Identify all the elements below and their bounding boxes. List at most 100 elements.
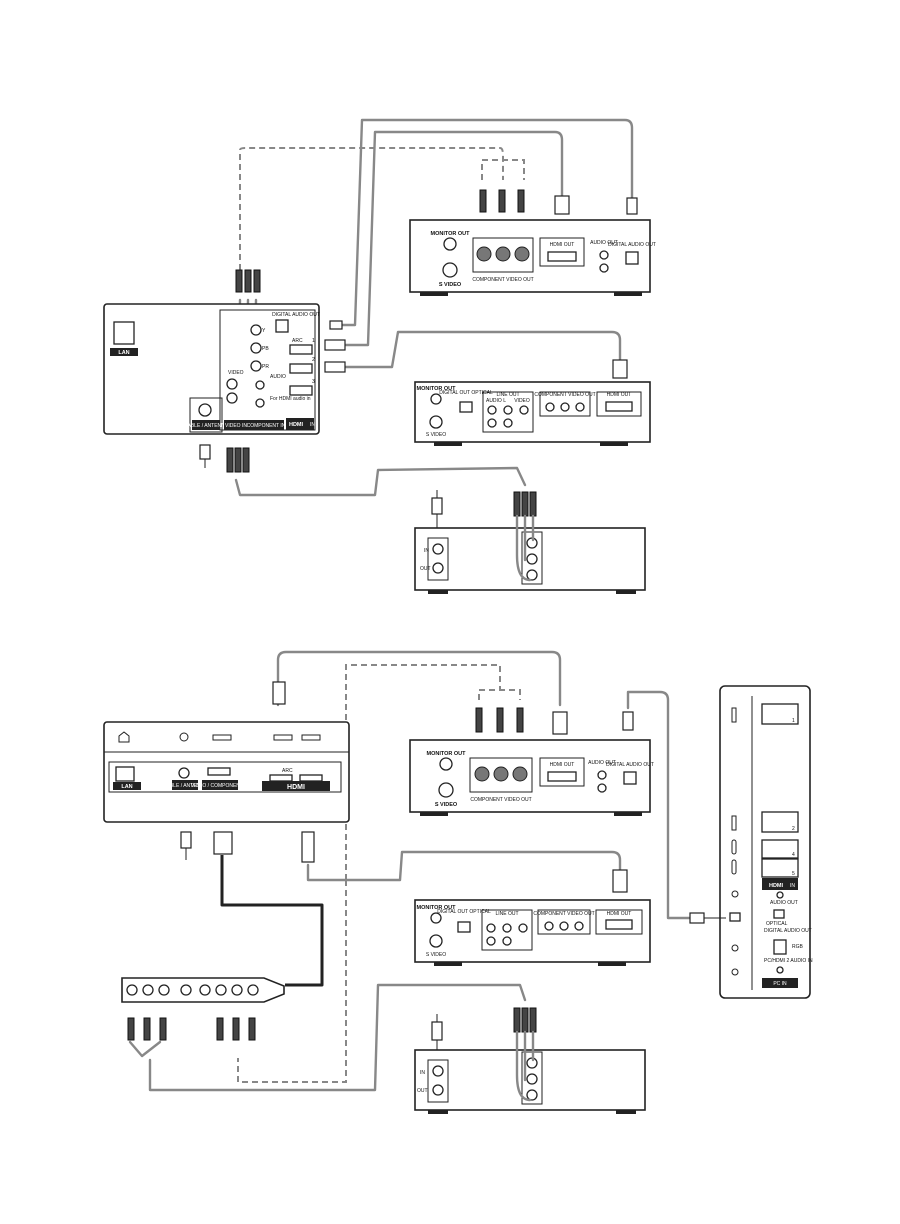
receiver-s-video-jack[interactable] (429, 415, 443, 429)
bottom-receiver-component-pr[interactable] (574, 921, 584, 931)
vcr-bottom-audio-l-jack[interactable] (526, 1073, 538, 1085)
receiver-bottom-foot-left (434, 962, 462, 966)
hdmi-1-label: 1 (312, 338, 315, 344)
receiver-component-pb[interactable] (560, 402, 570, 412)
receiver-optical-port[interactable] (459, 401, 473, 413)
bottom-hdmi-2-port[interactable] (299, 774, 323, 782)
pc-audio-jack[interactable] (776, 966, 784, 974)
bottom-digital-out-port[interactable] (623, 771, 637, 785)
bottom-receiver-component-pb[interactable] (559, 921, 569, 931)
adapter-jack-2[interactable] (142, 984, 154, 996)
side-digital-audio-label: DIGITAL AUDIO OUT (764, 928, 812, 934)
adapter-jack-5[interactable] (199, 984, 211, 996)
composite-video-jack[interactable] (226, 378, 238, 390)
adapter-jack-7[interactable] (231, 984, 243, 996)
adapter-jack-6[interactable] (215, 984, 227, 996)
hdmi-in-label: IN (310, 422, 315, 428)
digital-out-port[interactable] (625, 251, 639, 265)
component-out-y-jack[interactable] (476, 246, 492, 262)
component-y-jack[interactable] (250, 324, 262, 336)
bottom-component-out-pb[interactable] (493, 766, 509, 782)
receiver-hdmi-port[interactable] (605, 401, 633, 412)
component-out-pb-jack[interactable] (495, 246, 511, 262)
line-out-jack-2[interactable] (503, 405, 513, 415)
bottom-receiver-optical-port[interactable] (457, 921, 471, 933)
adapter-jack-1[interactable] (126, 984, 138, 996)
bottom-audio-out-l[interactable] (597, 770, 607, 780)
s-video-jack[interactable] (442, 262, 458, 278)
bottom-s-video-jack[interactable] (438, 782, 454, 798)
adapter-jack-4[interactable] (180, 984, 192, 996)
bottom-component-out-pr[interactable] (512, 766, 528, 782)
audio-label: AUDIO (270, 374, 286, 380)
hdmi-5-port[interactable] (761, 858, 799, 878)
bottom-audio-out-r[interactable] (597, 783, 607, 793)
hdmi-4-port[interactable] (761, 839, 799, 859)
line-out-jack-5[interactable] (503, 418, 513, 428)
lan-port[interactable] (113, 321, 135, 345)
audio-out-l-jack[interactable] (599, 250, 609, 260)
vcr-bottom-audio-r-jack[interactable] (526, 1089, 538, 1101)
bluray-bottom-foot-right (614, 812, 642, 816)
component-out-pr-jack[interactable] (514, 246, 530, 262)
audio-out-r-jack[interactable] (599, 263, 609, 273)
bottom-video-component-port[interactable] (207, 767, 231, 776)
line-out-jack-4[interactable] (487, 418, 497, 428)
headphone-jack[interactable] (776, 891, 784, 899)
bottom-hdmi-logo: HDMI (287, 784, 305, 791)
bottom-line-out-jack-3[interactable] (518, 923, 528, 933)
bottom-component-out-y[interactable] (474, 766, 490, 782)
bottom-line-out-jack-5[interactable] (502, 936, 512, 946)
audio-in-jack-2[interactable] (255, 398, 265, 408)
bottom-line-out-jack-2[interactable] (502, 923, 512, 933)
bottom-receiver-hdmi-port[interactable] (605, 919, 633, 930)
receiver-s-video-label: S VIDEO (426, 432, 446, 438)
side-optical-port-2[interactable] (773, 909, 785, 919)
component-pb-jack[interactable] (250, 342, 262, 354)
line-out-jack-1[interactable] (487, 405, 497, 415)
hdmi-top-icon-2 (301, 734, 321, 741)
bottom-line-out-jack-1[interactable] (486, 923, 496, 933)
bottom-lan-port[interactable] (115, 766, 135, 782)
audio-in-jack[interactable] (255, 380, 265, 390)
vcr-audio-l-jack[interactable] (526, 553, 538, 565)
bluray-foot-left (420, 292, 448, 296)
side-optical-port[interactable] (729, 912, 741, 922)
bottom-hdmi-out-port[interactable] (547, 771, 577, 782)
adapter-jack-8[interactable] (247, 984, 259, 996)
line-out-jack-3[interactable] (519, 405, 529, 415)
hdmi-2-port[interactable] (289, 363, 313, 374)
bottom-receiver-monitor-jack[interactable] (430, 912, 442, 924)
bottom-line-out-jack-4[interactable] (486, 936, 496, 946)
bottom-receiver-s-video-jack[interactable] (429, 934, 443, 948)
bottom-receiver-component-y[interactable] (544, 921, 554, 931)
receiver-foot-right (600, 442, 628, 446)
hdmi-out-port[interactable] (547, 251, 577, 262)
bottom-antenna-port[interactable] (178, 767, 190, 779)
cable-antenna-port[interactable] (198, 403, 212, 417)
receiver-component-pr[interactable] (575, 402, 585, 412)
vcr-bottom-rf-in[interactable] (432, 1065, 444, 1077)
usb-1-port[interactable] (761, 703, 799, 725)
hdmi-1-port[interactable] (289, 344, 313, 355)
composite-audio-l-jack[interactable] (226, 392, 238, 404)
receiver-component-y[interactable] (545, 402, 555, 412)
rgb-port[interactable] (773, 939, 787, 955)
antenna-group (189, 397, 223, 433)
vcr-bottom-rf-out[interactable] (432, 1084, 444, 1096)
bottom-monitor-jack[interactable] (439, 757, 453, 771)
component-pr-jack[interactable] (250, 360, 262, 372)
receiver-hdmi-plug (612, 359, 628, 379)
monitor-out-jack[interactable] (443, 237, 457, 251)
adapter-jack-3[interactable] (158, 984, 170, 996)
vcr-rf-in-port[interactable] (432, 543, 444, 555)
component-dashed-split-bottom (478, 689, 521, 700)
hdmi-3-port[interactable] (289, 385, 313, 396)
usb-2-port[interactable] (761, 811, 799, 833)
bottom-hdmi-1-port[interactable] (269, 774, 293, 782)
digital-audio-out-port[interactable] (275, 319, 289, 333)
vcr-rf-out-port[interactable] (432, 562, 444, 574)
vcr-audio-r-jack[interactable] (526, 569, 538, 581)
y-label: Y (262, 328, 266, 334)
receiver-monitor-jack[interactable] (430, 393, 442, 405)
